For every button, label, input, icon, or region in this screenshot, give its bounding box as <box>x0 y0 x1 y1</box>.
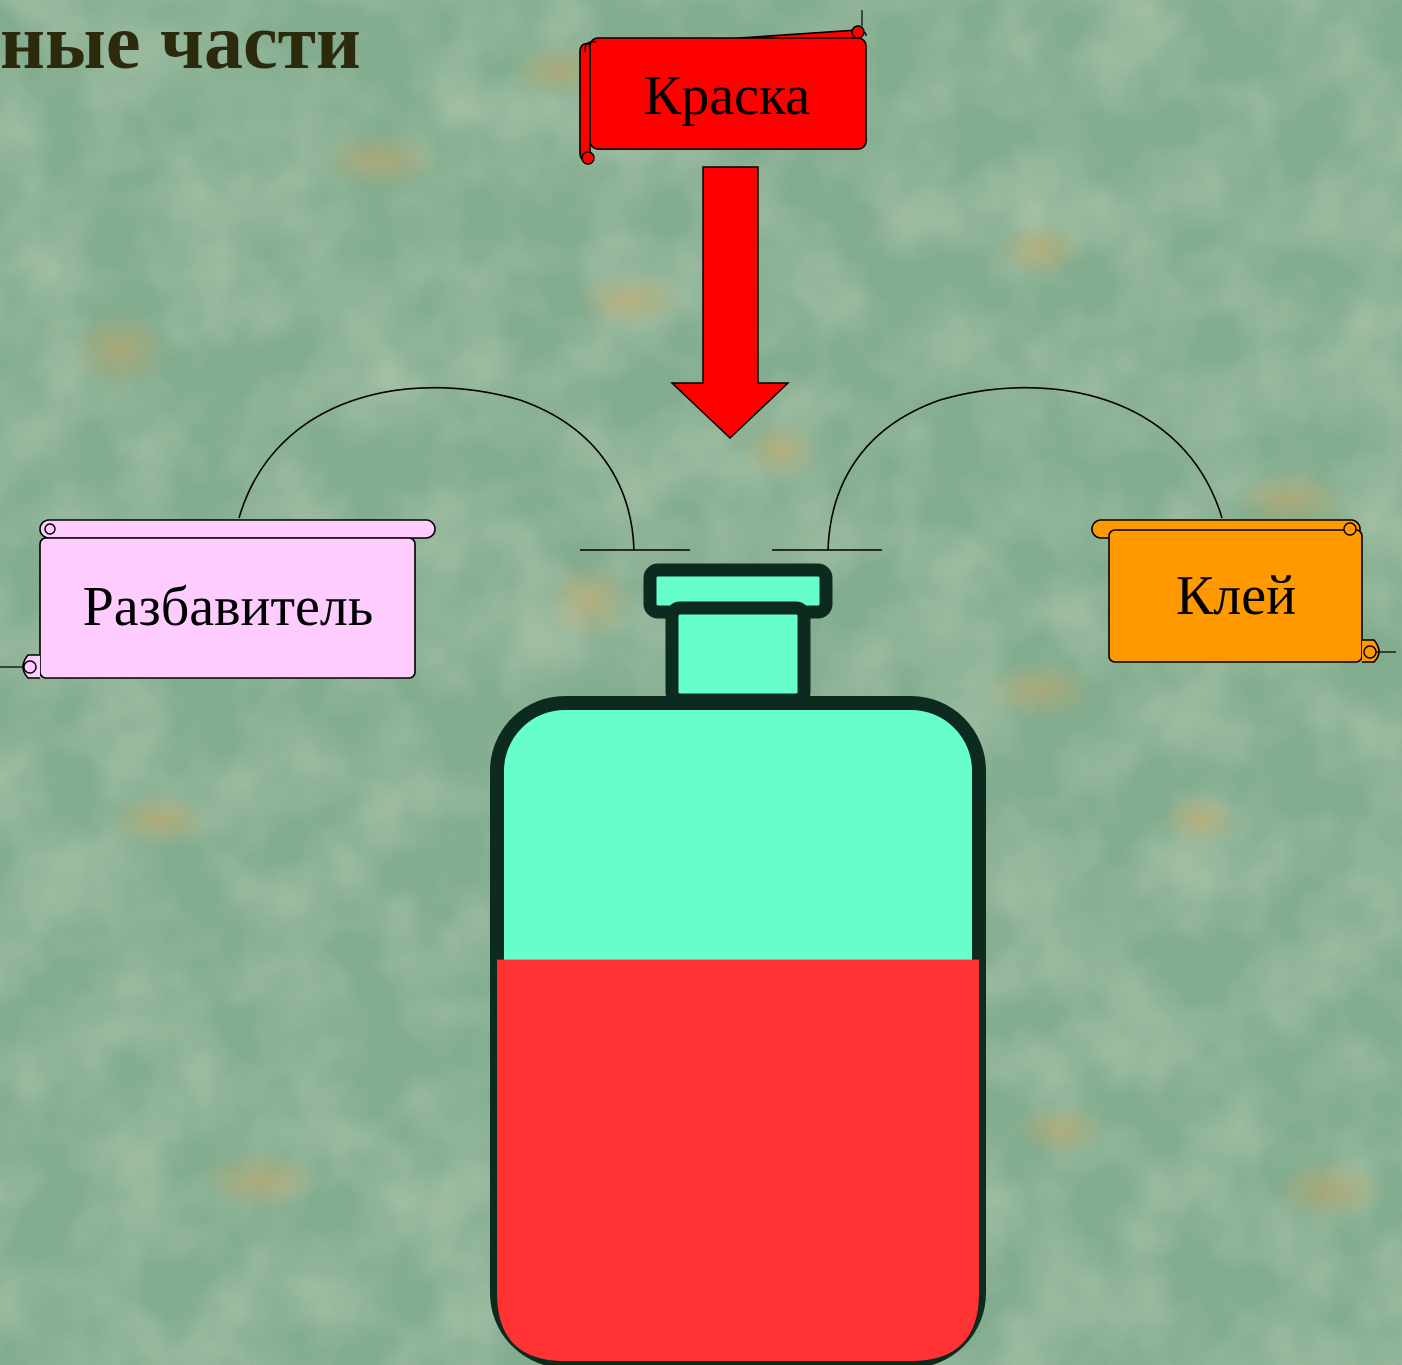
paint-scroll <box>579 10 867 165</box>
thinner-scroll <box>0 519 436 679</box>
paint-label: Краска <box>643 65 811 127</box>
glue-scroll <box>1091 519 1396 663</box>
glue-connector-arc <box>827 386 1223 551</box>
down-arrow-icon <box>670 166 790 440</box>
thinner-label: Разбавитель <box>82 576 374 638</box>
thinner-connector-arc <box>238 386 635 551</box>
bottle <box>490 563 986 1365</box>
bottle-neck <box>665 601 811 707</box>
bottle-liquid <box>497 959 979 1361</box>
slide-title: ные части <box>0 0 361 85</box>
glue-label: Клей <box>1175 565 1297 627</box>
